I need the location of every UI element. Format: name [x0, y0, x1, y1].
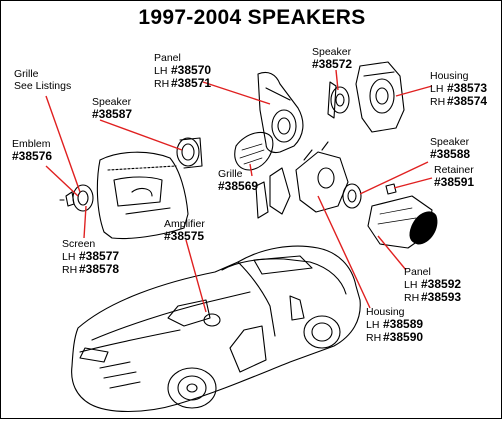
callout-name: Grille	[218, 168, 243, 180]
top-housing	[355, 61, 405, 133]
car-outline	[71, 245, 361, 413]
side-label: LH	[62, 251, 76, 263]
emblem-and-screen	[59, 184, 94, 212]
part-number: #38569	[218, 179, 259, 193]
callout-name: Speaker	[430, 136, 470, 148]
part-number: #38589	[383, 317, 424, 331]
side-label: LH	[154, 65, 168, 77]
callout-grille-front: Grille #38569	[218, 168, 258, 192]
part-number: #38574	[447, 94, 488, 108]
callout-name: Screen	[62, 238, 96, 250]
callout-name: Housing	[430, 70, 469, 82]
callout-speaker-top: Speaker #38572	[312, 46, 352, 70]
callout-name: Housing	[366, 306, 405, 318]
callout-name: Speaker	[312, 46, 352, 58]
rear-housing	[255, 141, 349, 219]
side-label: RH	[62, 264, 78, 276]
callout-name: Speaker	[92, 96, 132, 108]
top-speaker	[327, 81, 350, 119]
side-label: RH	[430, 96, 446, 108]
callout-retainer: Retainer #38591	[434, 164, 474, 188]
callout-panel-rear: Panel LH#38592 RH#38593	[404, 266, 461, 304]
part-number: #38591	[434, 175, 475, 189]
part-number: #38578	[79, 262, 120, 276]
callout-speaker-door: Speaker #38587	[92, 96, 132, 120]
callout-name: Panel	[404, 266, 431, 278]
part-number: #38575	[164, 229, 205, 243]
front-grille	[234, 131, 274, 171]
callout-housing-rear: Housing LH#38589 RH#38590	[366, 306, 423, 344]
side-label: RH	[154, 78, 170, 90]
part-number: #38593	[421, 290, 462, 304]
part-number: #38577	[79, 249, 120, 263]
callout-name: Panel	[154, 52, 181, 64]
side-label: RH	[404, 292, 420, 304]
side-label: LH	[430, 83, 444, 95]
part-number: #38592	[421, 277, 462, 291]
callout-name: Emblem	[12, 138, 51, 150]
callout-panel-front: Panel LH#38570 RH#38571	[154, 52, 211, 90]
callout-emblem: Emblem #38576	[12, 138, 52, 162]
callout-name: Amplifier	[164, 218, 205, 230]
part-number: #38572	[312, 57, 353, 71]
side-label: RH	[366, 332, 382, 344]
door-speaker	[176, 137, 203, 169]
part-number: #38590	[383, 330, 424, 344]
callout-name: Grille	[14, 68, 39, 80]
callout-speaker-rear: Speaker #38588	[430, 136, 470, 160]
callout-housing-top: Housing LH#38573 RH#38574	[430, 70, 487, 108]
front-panel	[257, 71, 304, 154]
part-number: #38576	[12, 149, 53, 163]
retainer-clip	[385, 183, 397, 195]
part-number: #38573	[447, 81, 488, 95]
door-panel	[96, 151, 189, 240]
leader-lines	[45, 69, 433, 313]
callout-name: Retainer	[434, 164, 474, 176]
diagram-title: 1997-2004 SPEAKERS	[138, 6, 366, 29]
part-number: #38587	[92, 107, 133, 121]
callout-grille-listings: Grille See Listings	[14, 68, 71, 92]
callout-amplifier: Amplifier #38575	[164, 218, 205, 242]
part-number: #38588	[430, 147, 471, 161]
side-label: LH	[366, 319, 380, 331]
callout-note: See Listings	[14, 80, 72, 92]
side-label: LH	[404, 279, 418, 291]
rear-speaker	[342, 183, 362, 209]
part-number: #38571	[171, 76, 212, 90]
part-number: #38570	[171, 63, 212, 77]
callout-screen: Screen LH#38577 RH#38578	[62, 238, 119, 276]
rear-grille	[409, 211, 438, 245]
